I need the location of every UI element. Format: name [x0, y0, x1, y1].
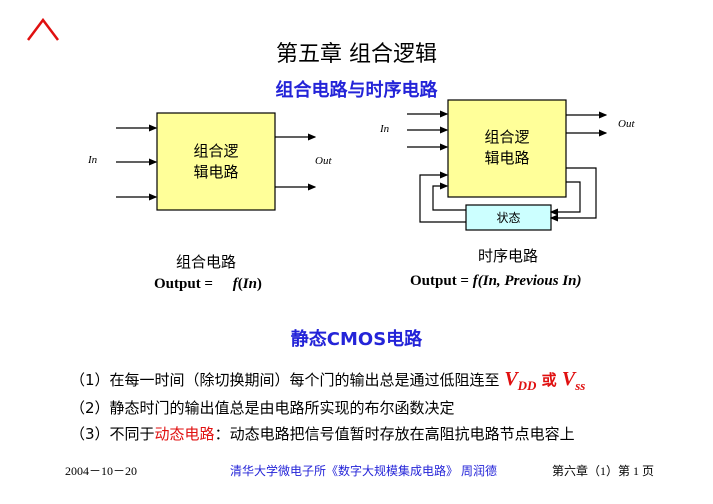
seq-state-return-outer: [419, 171, 466, 223]
combo-formula-f: f: [232, 276, 238, 292]
combo-box-line2: 辑电路: [193, 163, 239, 181]
combo-out-label: Out: [315, 155, 332, 167]
combo-in-label: In: [88, 154, 98, 166]
point-3: （3）不同于动态电路：动态电路把信号值暂时存放在高阻抗电路节点电容上: [70, 423, 575, 444]
seq-in-label: In: [380, 123, 390, 135]
seq-state-return-inner: [432, 182, 466, 211]
vdd-symbol: VDD: [504, 368, 537, 393]
combo-box-label: 组合逻 辑电路: [157, 141, 275, 183]
footer-date: 2004－10－20: [65, 464, 138, 478]
vdd-v: V: [504, 368, 518, 390]
footer-course: 清华大学微电子所《数字大规模集成电路》 周润德: [230, 464, 498, 478]
seq-feedback-outer: [549, 167, 597, 222]
seq-formula-prefix: Output =: [410, 273, 473, 289]
footer-page: 第六章（1）第 1 页: [552, 464, 655, 478]
point-3-prefix: （3）不同于: [70, 425, 155, 443]
seq-feedback-inner: [549, 181, 581, 216]
combo-formula-prefix: Output =: [154, 276, 217, 292]
point-3-rest: ：动态电路把信号值暂时存放在高阻抗电路节点电容上: [214, 425, 575, 443]
combo-formula-open: (: [237, 276, 243, 292]
dynamic-circuit-highlight: 动态电路: [154, 425, 215, 443]
page-subtitle: 组合电路与时序电路: [275, 80, 438, 101]
seq-formula-f: f: [472, 273, 478, 289]
seq-formula-args: (In, Previous In): [477, 273, 582, 289]
combo-logic-box: [156, 112, 276, 211]
seq-caption: 时序电路: [478, 247, 539, 265]
section-title: 静态CMOS电路: [290, 329, 423, 350]
seq-box-line1: 组合逻: [484, 128, 530, 146]
point-1: （1）在每一时间（除切换期间）每个门的输出总是通过低阻连至 VDD 或 Vss: [70, 368, 585, 394]
seq-out-label: Out: [618, 118, 635, 130]
combo-formula-close: ): [256, 276, 262, 292]
combo-caption: 组合电路: [176, 253, 237, 271]
point-2: （2）静态时门的输出值总是由电路所实现的布尔函数决定: [70, 399, 455, 417]
seq-state-label: 状态: [496, 211, 521, 225]
seq-formula: Output = f(In, Previous In): [410, 273, 582, 290]
point-1-text: （1）在每一时间（除切换期间）每个门的输出总是通过低阻连至: [70, 371, 500, 389]
seq-box-line2: 辑电路: [484, 149, 530, 167]
vss-v: V: [561, 368, 576, 390]
page-title: 第五章 组合逻辑: [276, 42, 437, 67]
vss-sub: ss: [575, 378, 586, 393]
combo-formula: Output = f(In): [154, 276, 262, 293]
or-word: 或: [536, 371, 562, 389]
vss-symbol: Vss: [561, 368, 586, 393]
combo-box-line1: 组合逻: [193, 142, 239, 160]
vdd-sub: DD: [517, 378, 537, 393]
seq-box-label: 组合逻 辑电路: [448, 127, 566, 169]
logo-chevron-icon: [27, 18, 59, 41]
combo-formula-arg: In: [242, 276, 257, 292]
